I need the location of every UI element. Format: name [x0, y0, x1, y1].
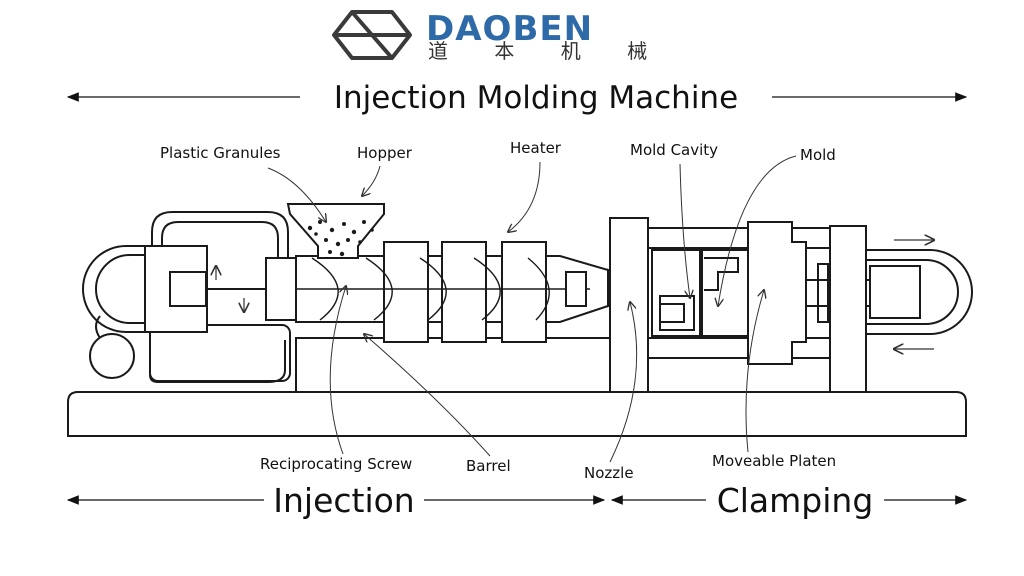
- leader-reciprocating-screw: [329, 286, 346, 455]
- label-moveable-platen: Moveable Platen: [712, 452, 836, 470]
- label-reciprocating-screw: Reciprocating Screw: [260, 455, 412, 473]
- brand-logo: DAOBEN 道 本 机 械: [332, 9, 667, 63]
- reciprocating-screw-flights: [311, 257, 550, 321]
- leader-mold-cavity: [679, 163, 690, 298]
- callouts: Plastic Granules Hopper Heater Mold Cavi…: [160, 139, 836, 482]
- toggle-link: [817, 263, 829, 323]
- section-clamping: Clamping: [717, 481, 874, 520]
- section-injection: Injection: [273, 481, 414, 520]
- leader-plastic-granules: [267, 167, 326, 222]
- label-barrel: Barrel: [466, 457, 511, 475]
- brand-name: DAOBEN: [426, 9, 593, 49]
- machine-base: [67, 391, 967, 437]
- hydraulic-line-inner: [161, 221, 279, 262]
- leader-hopper: [362, 165, 381, 196]
- label-nozzle: Nozzle: [584, 464, 634, 482]
- injection-support-block: [295, 337, 612, 393]
- clamp-cylinder-cap-inner: [866, 259, 959, 325]
- clamp-cylinder: [869, 265, 921, 319]
- hopper-body: [286, 203, 385, 259]
- leader-mold: [718, 155, 797, 306]
- moveable-platen-shape: [747, 221, 807, 365]
- hydraulic-pump-icon: [89, 333, 135, 379]
- hydraulic-cylinder-cap-left: [95, 254, 150, 324]
- mold-half-moving: [701, 249, 749, 337]
- screw-tip: [565, 271, 587, 307]
- hydraulic-frame: [149, 324, 291, 382]
- label-mold-cavity: Mold Cavity: [630, 141, 718, 159]
- hydraulic-cylinder-cap-left-outer: [82, 245, 150, 333]
- hydraulic-line-outer: [151, 211, 289, 260]
- leader-barrel: [364, 334, 491, 457]
- cube-logo-icon: [332, 10, 412, 60]
- rear-platen: [829, 225, 867, 393]
- heater-band-1: [383, 241, 429, 343]
- label-plastic-granules: Plastic Granules: [160, 144, 281, 162]
- mold-core-shape: [704, 257, 739, 291]
- label-hopper: Hopper: [357, 144, 413, 162]
- stationary-platen: [609, 217, 649, 393]
- brand-name-chinese: 道 本 机 械: [428, 39, 667, 63]
- heater-band-2: [441, 241, 487, 343]
- page-title: Injection Molding Machine: [334, 80, 738, 116]
- label-mold: Mold: [800, 146, 836, 164]
- barrel-end-cap: [265, 257, 297, 321]
- mold-cavity-shape: [659, 295, 695, 331]
- pump-hose: [95, 315, 101, 339]
- injection-cylinder: [144, 245, 208, 333]
- clamp-cylinder-cap-outer: [866, 249, 973, 335]
- leader-moveable-platen: [745, 290, 764, 453]
- leader-nozzle: [609, 302, 638, 463]
- leader-heater: [508, 161, 541, 232]
- title-dimension: Injection Molding Machine: [66, 80, 968, 116]
- machine-drawing: [67, 203, 973, 437]
- label-heater: Heater: [510, 139, 562, 157]
- heater-band-3: [501, 241, 547, 343]
- section-dimensions: Injection Clamping: [66, 481, 968, 520]
- hydraulic-return-line: [149, 325, 286, 383]
